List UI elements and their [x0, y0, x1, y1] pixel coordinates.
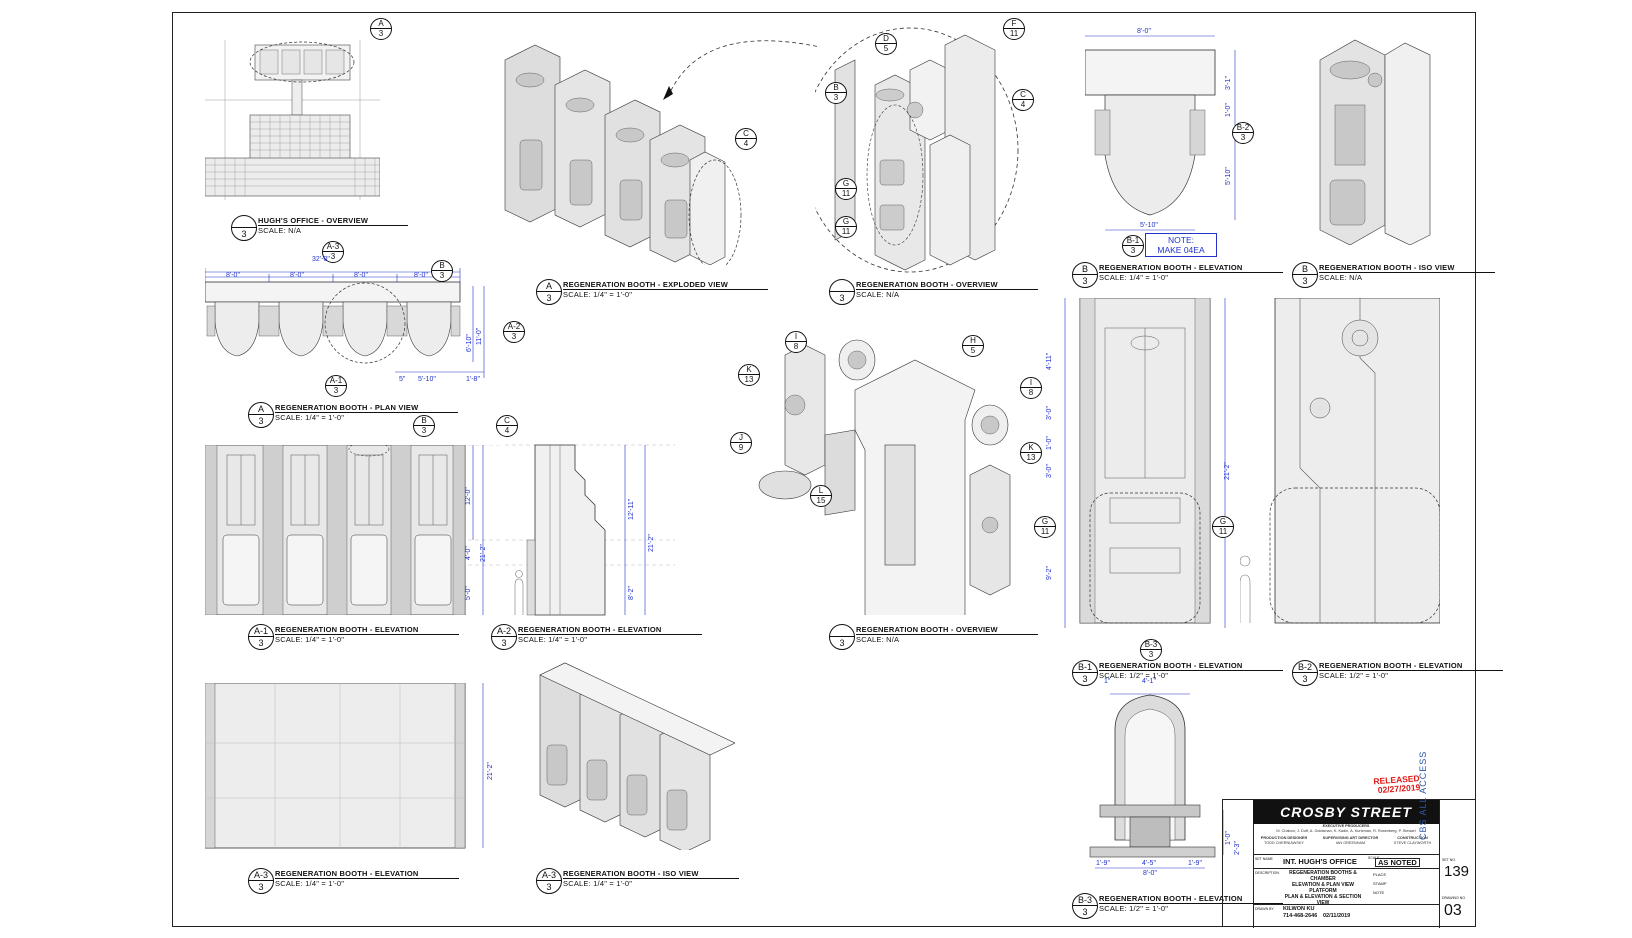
hugh-office-overview-drawing	[205, 40, 380, 200]
dim-b-w2: 5'-10"	[1140, 222, 1158, 229]
dim-b-w: 8'-0"	[1137, 28, 1151, 35]
b3-elevation-drawing	[1085, 690, 1235, 880]
exploded-view-drawing	[500, 40, 760, 265]
sheet-numbers: SET NO. 139 DRAWING NO. 03	[1439, 800, 1478, 928]
dim-plan-b: 8'-0"	[290, 272, 304, 279]
dim-b1-d: 3'-0"	[1046, 464, 1053, 478]
dim-b3-w2: 8'-0"	[1143, 870, 1157, 877]
dim-b1-a: 4'-11"	[1046, 352, 1053, 370]
dim-plan-e: 1'-8"	[466, 376, 480, 383]
cbs-all-access-logo: CBS ALL ACCESS	[1418, 750, 1428, 840]
plan-view-drawing	[205, 268, 495, 383]
dim-b-h3: 5'-10"	[1225, 167, 1232, 185]
dim-b3-top: 4'-1"	[1142, 678, 1156, 685]
b1-elevation-drawing	[1060, 298, 1235, 628]
dim-plan-w: 5'-10"	[418, 376, 436, 383]
b2-elevation-drawing	[1240, 298, 1440, 628]
title-block: CROSBY STREET EXECUTIVE PRODUCERS M. Cha…	[1222, 799, 1478, 929]
dim-plan-h2: 6'-10"	[466, 334, 473, 352]
dim-plan-total: 32'-0"	[312, 256, 330, 263]
dim-b3-w: 4'-5"	[1142, 860, 1156, 867]
dim-b1-c: 1'-0"	[1046, 436, 1053, 450]
dim-plan-d: 8'-0"	[414, 272, 428, 279]
dim-b1-e: 9'-2"	[1046, 566, 1053, 580]
note-make-04ea: NOTE:MAKE 04EA	[1145, 233, 1217, 257]
dim-b3-l: 1"	[1104, 678, 1111, 685]
show-logo: CROSBY STREET	[1253, 800, 1439, 824]
a2-elevation-drawing	[505, 440, 675, 620]
credits: EXECUTIVE PRODUCERS M. Chabon, J. Duff, …	[1260, 824, 1432, 845]
b-iso-drawing	[1305, 30, 1435, 245]
dim-a1-h3: 4'-0"	[465, 546, 472, 560]
overview-top-drawing	[815, 25, 1055, 275]
dim-b1-b: 3'-0"	[1046, 406, 1053, 420]
dim-plan-c: 8'-0"	[354, 272, 368, 279]
dim-a2-h2: 12'-11"	[628, 498, 635, 520]
dim-a2-h: 21'-2"	[648, 534, 655, 552]
dim-a1-h2: 12'-0"	[465, 487, 472, 505]
b-elevation-drawing	[1085, 30, 1260, 240]
dim-plan-f: 5"	[399, 376, 406, 383]
overview-mid-drawing	[745, 335, 1035, 615]
a3-elevation-drawing	[205, 683, 495, 853]
dim-plan-h1: 11'-0"	[476, 327, 483, 345]
exploded-leader-arc	[660, 22, 820, 102]
a1-elevation-drawing	[205, 445, 500, 615]
set-name-row: SET NAME INT. HUGH'S OFFICE SCALE AS NOT…	[1253, 854, 1439, 869]
description-row: DESCRIPTION REGENERATION BOOTHS & CHAMBE…	[1253, 868, 1439, 906]
dim-b3-s1: 1'-9"	[1096, 860, 1110, 867]
dim-b-h1: 3'-1"	[1225, 76, 1232, 90]
dim-a2-h3: 8'-2"	[628, 586, 635, 600]
dim-a3-h: 21'-2"	[487, 762, 494, 780]
dim-a1-h4: 5'-0"	[465, 586, 472, 600]
revision-column	[1223, 800, 1254, 928]
dim-plan-a: 8'-0"	[226, 272, 240, 279]
dim-b-h2: 1'-0"	[1225, 103, 1232, 117]
dim-b1-h: 21'-2"	[1224, 462, 1231, 480]
dim-a1-h: 21'-2"	[480, 544, 487, 562]
dim-b3-s2: 1'-9"	[1188, 860, 1202, 867]
drawing-sheet	[172, 12, 1476, 927]
a3-iso-drawing	[535, 660, 735, 850]
